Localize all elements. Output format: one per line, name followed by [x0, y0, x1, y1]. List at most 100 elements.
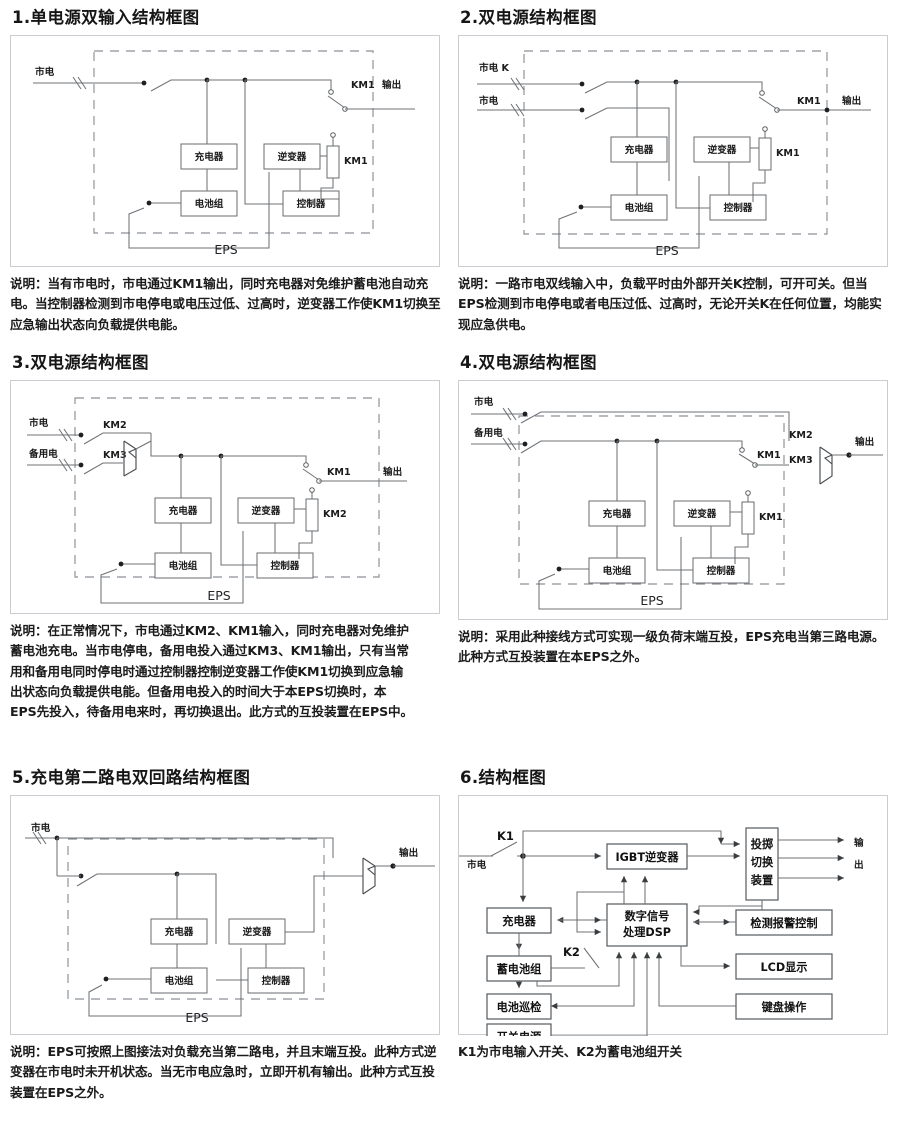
- diagram-6: K1 市电 IGBT逆变器 投掷 切换 装置: [458, 794, 888, 1036]
- section-1-title: 1.单电源双输入结构框图: [12, 8, 200, 27]
- km1-coil-label-4: KM1: [759, 512, 783, 523]
- section-3-desc-line: EPS先投入，待备用电来时，再切换退出。此方式的互投装置在EPS中。: [10, 704, 414, 720]
- k1-label-6: K1: [497, 829, 514, 843]
- output-label-3: 输出: [383, 466, 402, 478]
- backup-label-4: 备用电: [473, 427, 503, 439]
- eps-enclosure-1: [93, 50, 374, 234]
- diagram-3: 市电 KM2 备用电 KM3: [10, 379, 440, 614]
- controller-label-2: 控制器: [724, 202, 753, 214]
- eps-label-4: EPS: [640, 593, 663, 608]
- inverter-label-1: 逆变器: [278, 151, 307, 163]
- diagram-1-svg: KM1 输出 市电 充电器 电池组 逆变器: [33, 50, 415, 257]
- output-label-1: 输出: [382, 79, 401, 91]
- output-label-line1-6: 输: [854, 837, 864, 849]
- controller-label-1: 控制器: [297, 198, 326, 210]
- inverter-label-4: 逆变器: [688, 508, 717, 520]
- section-3-description: 说明：在正常情况下，市电通过KM2、KM1输入，同时充电器对免维护 蓄电池充电。…: [10, 621, 442, 723]
- eps-label-2: EPS: [655, 243, 678, 258]
- section-3-desc-line: 出状态向负载提供电能。但备用电投入的时间大于本EPS切换时，本: [10, 683, 387, 699]
- eps-enclosure-3: [74, 397, 380, 578]
- diagram-5-svg: 市电 充电器 电池组: [25, 822, 435, 1025]
- output-label-5: 输出: [399, 847, 418, 859]
- inspect-label-6: 电池巡检: [497, 1000, 543, 1014]
- battery-label-2: 电池组: [625, 202, 654, 214]
- inverter-label-5: 逆变器: [243, 926, 272, 938]
- lcd-label-6: LCD显示: [760, 961, 807, 974]
- eps-enclosure-5: [67, 838, 325, 1000]
- mains-label-3: 市电: [29, 417, 49, 429]
- section-6-title: 6.结构框图: [460, 768, 547, 787]
- section-3: 3.双电源结构框图 市电 KM2 备用电 KM3: [10, 353, 442, 723]
- mains-label-5: 市电: [31, 822, 51, 834]
- diagram-2: 市电 K 市电 KM1: [458, 34, 888, 267]
- output-label-line2-6: 出: [854, 859, 864, 871]
- eps-enclosure-4: [518, 415, 785, 585]
- psu-label-6: 开关电源: [497, 1030, 543, 1036]
- km1-coil-label-2: KM1: [776, 148, 800, 159]
- section-3-title: 3.双电源结构框图: [12, 353, 149, 372]
- eps-label-3: EPS: [207, 588, 230, 603]
- mains-k-label-2: 市电 K: [479, 62, 510, 74]
- keyboard-label-6: 键盘操作: [761, 1000, 807, 1014]
- diagram-3-svg: 市电 KM2 备用电 KM3: [27, 397, 407, 604]
- charger-label-6: 充电器: [502, 914, 536, 928]
- eps-label-5: EPS: [185, 1010, 208, 1025]
- eps-label-1: EPS: [214, 242, 237, 257]
- charger-label-5: 充电器: [165, 926, 194, 938]
- km3-label-4: KM3: [789, 455, 813, 466]
- dsp-label-line1-6: 数字信号: [625, 909, 670, 923]
- transfer-label-line3-6: 装置: [750, 873, 773, 887]
- controller-label-4: 控制器: [707, 565, 736, 577]
- diagram-6-svg: K1 市电 IGBT逆变器 投掷 切换 装置: [459, 827, 864, 1036]
- battery-label-3: 电池组: [169, 560, 198, 572]
- alarm-label-6: 检测报警控制: [750, 916, 817, 930]
- diagram-2-svg: 市电 K 市电 KM1: [477, 50, 871, 258]
- section-5: 5.充电第二路电双回路结构框图 市电 充电器: [10, 768, 442, 1103]
- transfer-label-line1-6: 投掷: [751, 837, 773, 851]
- inverter-label-2: 逆变器: [708, 144, 737, 156]
- controller-label-3: 控制器: [271, 560, 300, 572]
- k2-label-6: K2: [563, 945, 580, 959]
- km2-label-3: KM2: [103, 420, 127, 431]
- section-4: 4.双电源结构框图 市电 备用电: [458, 353, 890, 668]
- controller-label-5: 控制器: [262, 975, 291, 987]
- battery-label-6: 蓄电池组: [497, 962, 542, 976]
- section-5-title: 5.充电第二路电双回路结构框图: [12, 768, 251, 787]
- mains-label-1: 市电: [35, 66, 55, 78]
- output-label-4: 输出: [855, 436, 874, 448]
- eps-enclosure-2: [523, 50, 828, 235]
- km2-coil-label-3: KM2: [323, 509, 347, 520]
- diagram-4-svg: 市电 备用电 KM1: [471, 396, 883, 610]
- battery-label-1: 电池组: [195, 198, 224, 210]
- diagram-1: KM1 输出 市电 充电器 电池组 逆变器: [10, 34, 440, 267]
- km3-label-3: KM3: [103, 450, 127, 461]
- km1-coil-label-1: KM1: [344, 156, 368, 167]
- section-1: 1.单电源双输入结构框图 KM1 输出: [10, 8, 442, 335]
- section-2-description: 说明：一路市电双线输入中，负载平时由外部开关K控制，可开可关。但当EPS检测到市…: [458, 275, 882, 332]
- charger-label-3: 充电器: [169, 505, 198, 517]
- km1-switch-label-1: KM1: [351, 80, 375, 91]
- mains-label-2: 市电: [479, 95, 499, 107]
- battery-label-5: 电池组: [165, 975, 194, 987]
- section-4-title: 4.双电源结构框图: [460, 353, 597, 372]
- section-3-desc-line: 用和备用电同时停电时通过控制器控制逆变器工作使KM1切换到应急输: [10, 663, 404, 679]
- backup-label-3: 备用电: [28, 448, 58, 460]
- battery-label-4: 电池组: [603, 565, 632, 577]
- section-6: 6.结构框图 K1 市电 IGBT逆变器: [458, 768, 890, 1062]
- charger-label-4: 充电器: [603, 508, 632, 520]
- km2-label-4: KM2: [789, 430, 813, 441]
- transfer-label-line2-6: 切换: [751, 855, 774, 869]
- section-5-description: 说明：EPS可按照上图接法对负载充当第二路电，并且末端互投。此种方式逆变器在市电…: [10, 1043, 437, 1100]
- dsp-label-line2-6: 处理DSP: [622, 925, 671, 939]
- charger-label-1: 充电器: [195, 151, 224, 163]
- section-3-desc-line: 蓄电池充电。当市电停电，备用电投入通过KM3、KM1输出，只有当常: [10, 643, 409, 659]
- charger-label-2: 充电器: [625, 144, 654, 156]
- km1-switch-label-2: KM1: [797, 96, 821, 107]
- mains-label-4: 市电: [474, 396, 494, 408]
- km1-switch-label-3: KM1: [327, 467, 351, 478]
- section-3-desc-line: 说明：在正常情况下，市电通过KM2、KM1输入，同时充电器对免维护: [10, 622, 409, 638]
- inverter-label-3: 逆变器: [252, 505, 281, 517]
- section-1-description: 说明：当有市电时，市电通过KM1输出，同时充电器对免维护蓄电池自动充电。当控制器…: [10, 275, 441, 332]
- output-label-2: 输出: [842, 95, 861, 107]
- mains-label-6: 市电: [467, 859, 487, 871]
